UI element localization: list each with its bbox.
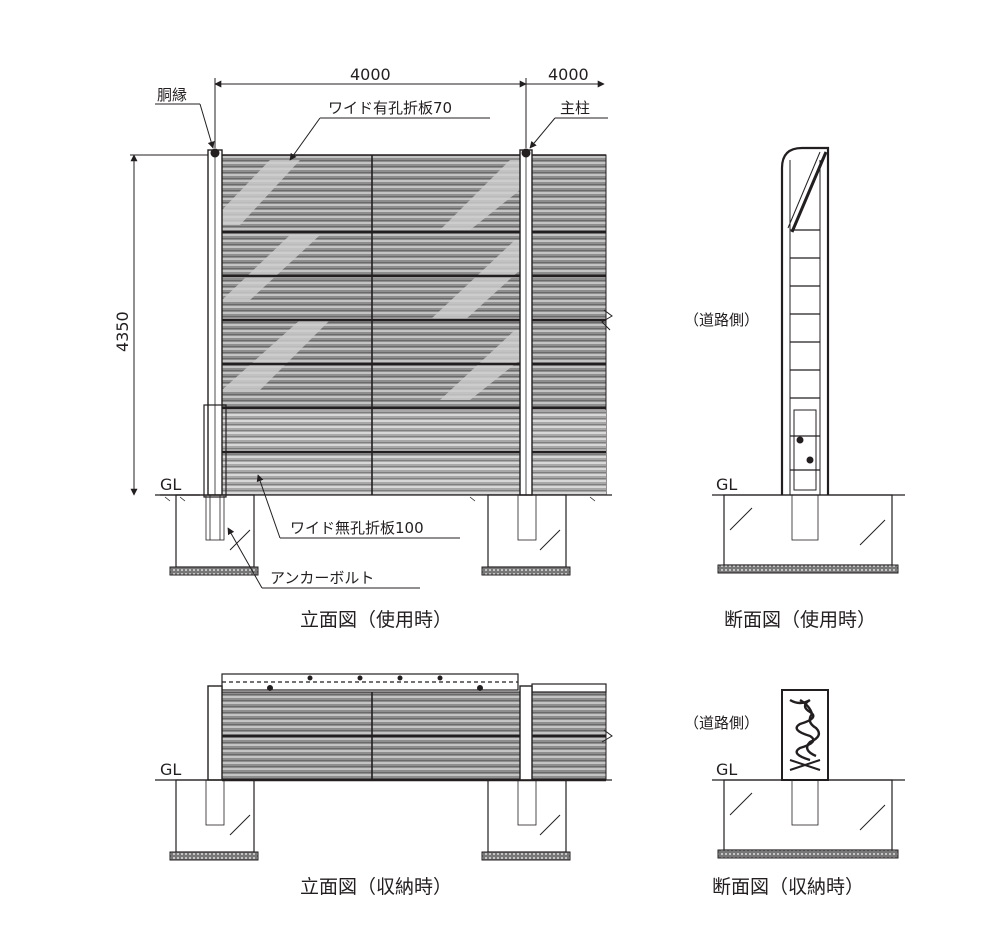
caption-elevation-use: 立面図（使用時）: [300, 609, 452, 631]
elevation-stored: [155, 673, 613, 861]
gl-label-sect-stored: GL: [716, 760, 737, 779]
label-shuchu: 主柱: [560, 99, 590, 117]
dim-height: 4350: [113, 311, 132, 352]
section-in-use: [712, 146, 905, 574]
gl-label-elev-stored: GL: [160, 760, 181, 779]
caption-elevation-stored: 立面図（収納時）: [300, 876, 452, 898]
panel-area-main: [221, 154, 613, 496]
main-post-left: [203, 148, 227, 498]
label-anchor-bolt: アンカーボルト: [270, 569, 374, 587]
gl-label-elev-use: GL: [160, 475, 181, 494]
ground-line-elev-use: [155, 494, 612, 502]
label-wide-perforated: ワイド有孔折板70: [328, 99, 452, 117]
elevation-in-use: GL 4000 4000 4350: [113, 65, 613, 631]
label-doubuchi: 胴縁: [157, 86, 187, 104]
caption-section-stored: 断面図（収納時）: [712, 876, 864, 898]
gl-label-sect-use: GL: [716, 475, 737, 494]
section-stored: [712, 689, 905, 859]
footing-left: [169, 494, 259, 576]
dimension-lines: [130, 78, 605, 496]
main-post-right: [519, 148, 533, 496]
label-road-side-use: （道路側）: [684, 311, 759, 329]
dim-width-side: 4000: [548, 65, 589, 84]
label-wide-solid: ワイド無孔折板100: [290, 519, 424, 537]
leader-lines: [155, 103, 608, 589]
caption-section-use: 断面図（使用時）: [724, 609, 876, 631]
dim-width-main: 4000: [350, 65, 391, 84]
label-road-side-stored: （道路側）: [684, 714, 759, 732]
footing-right: [481, 494, 571, 576]
